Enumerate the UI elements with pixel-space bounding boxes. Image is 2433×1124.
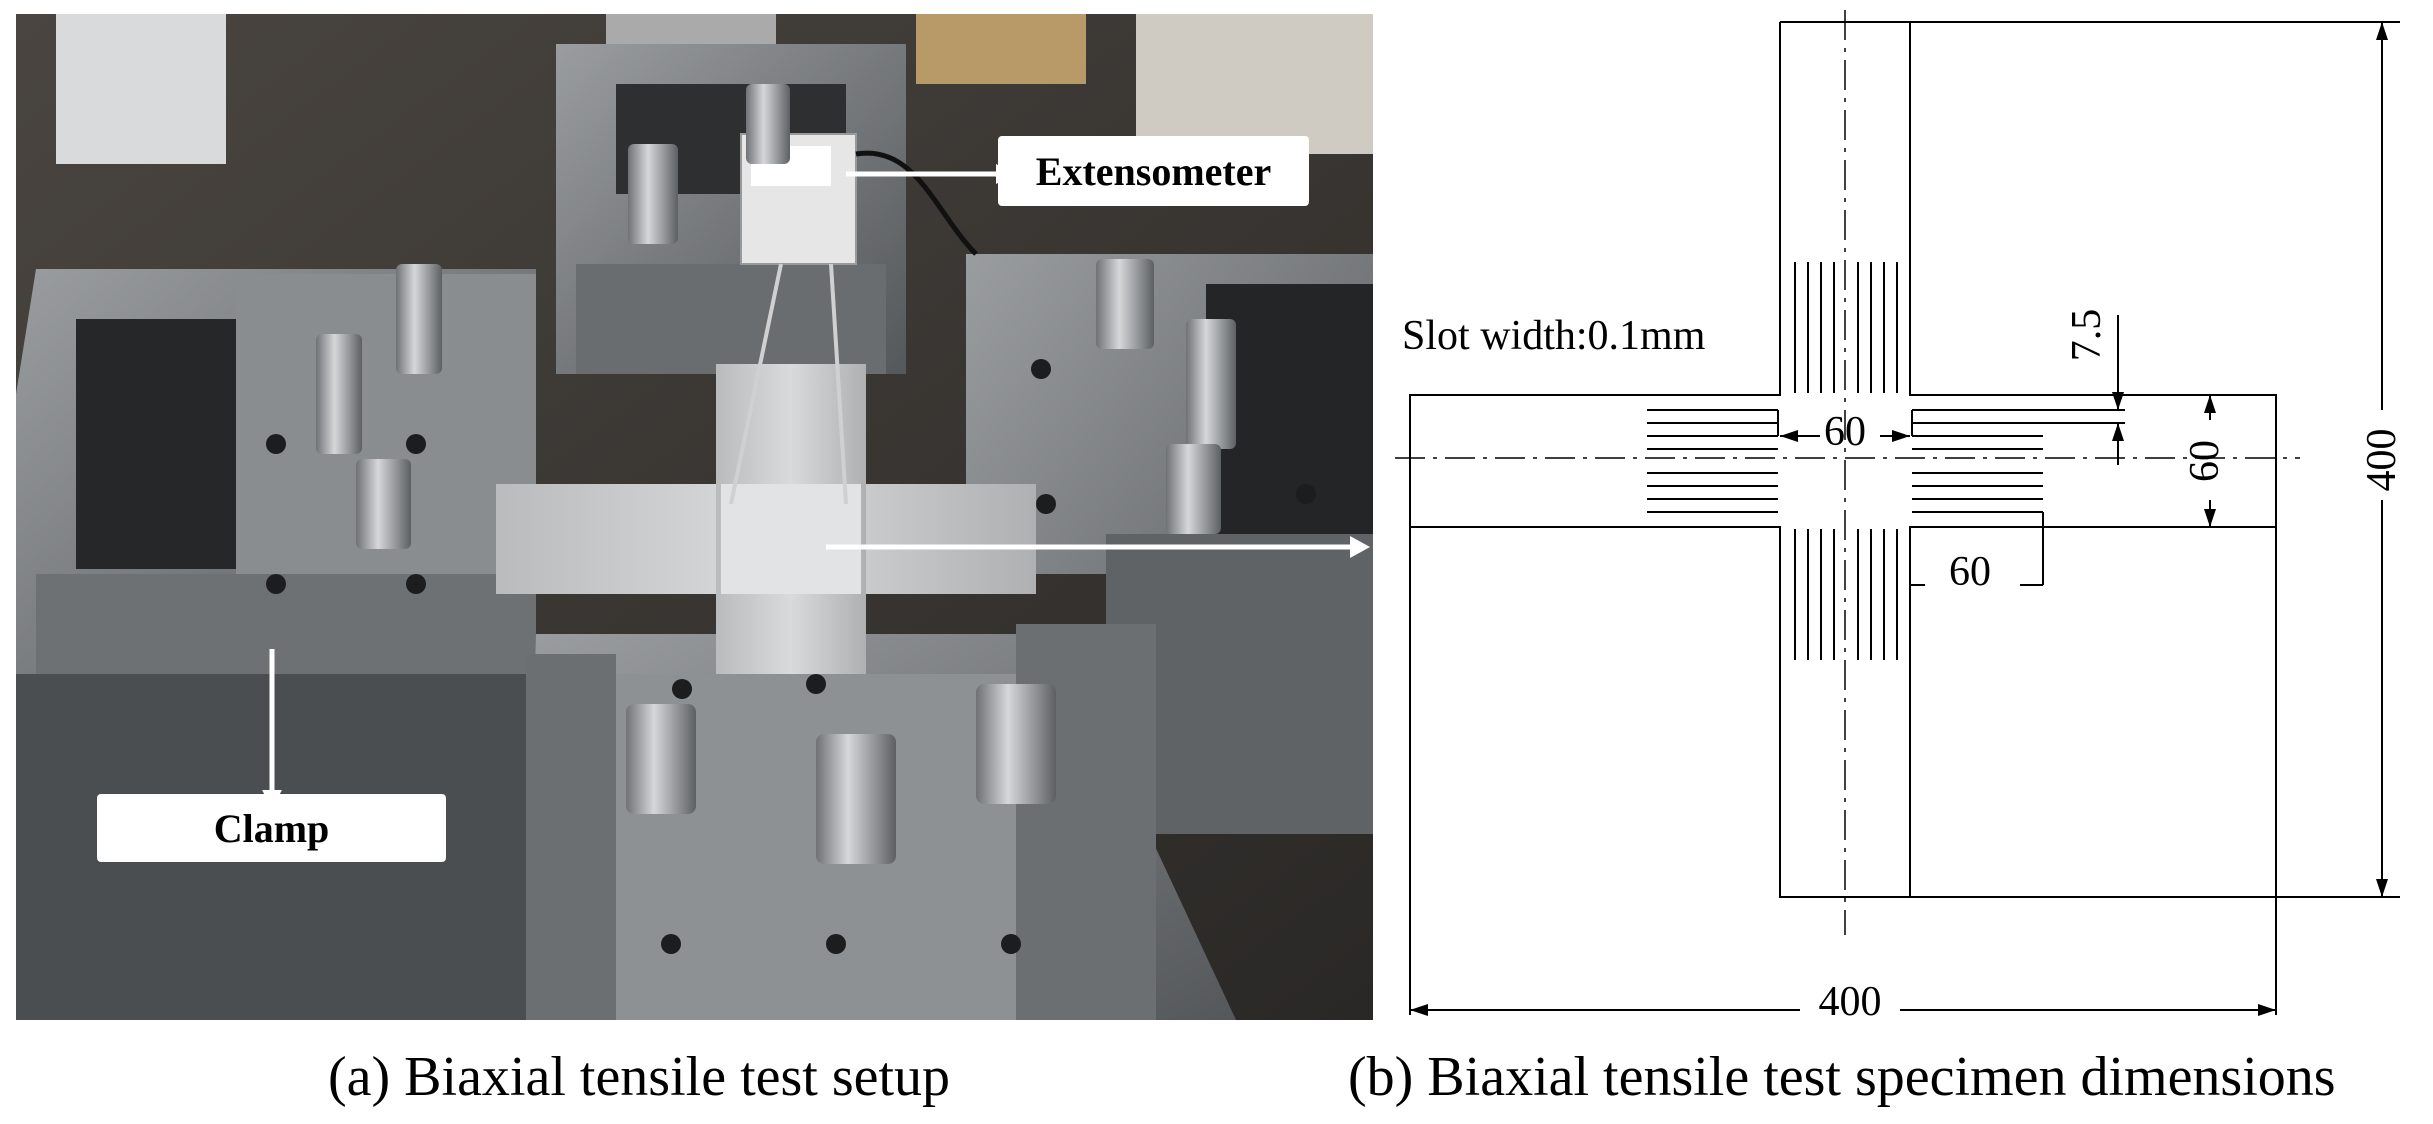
- slots-bottom: [1794, 529, 1898, 660]
- equipment-box: [56, 14, 226, 164]
- dim-arm-width: 60: [2182, 440, 2228, 482]
- dim-total-height: 400: [2359, 429, 2405, 492]
- left-clamp: [16, 269, 536, 1020]
- dim-total-width: 400: [1819, 979, 1882, 1025]
- wall-background: [1136, 14, 1373, 154]
- dim-slot-length-horizontal: 60: [1824, 409, 1866, 455]
- cruciform-specimen: [496, 364, 1036, 674]
- dim-slot-length-vertical: 60: [1949, 549, 1991, 595]
- clamp-label: Clamp: [97, 794, 446, 862]
- specimen-drawing: Slot width:0.1mm 7.5 60 60 60 400 400: [1395, 10, 2405, 1025]
- dimension-lines: [1409, 22, 2383, 1015]
- wooden-crate: [916, 14, 1086, 84]
- screw-heads: [266, 359, 1316, 954]
- caption-panel-b: (b) Biaxial tensile test specimen dimens…: [1348, 1046, 2336, 1108]
- specimen-outline: [1409, 21, 2400, 898]
- slots-right: [1911, 409, 2043, 513]
- dim-7-5: 7.5: [2064, 309, 2110, 362]
- slot-width-note: Slot width:0.1mm: [1402, 313, 1706, 359]
- bolts: [316, 84, 1236, 864]
- slots-left: [1647, 409, 1779, 513]
- center-lines: [1395, 10, 2300, 935]
- slots-top: [1794, 262, 1898, 393]
- extensometer-label: Extensometer: [998, 136, 1309, 206]
- caption-panel-a: (a) Biaxial tensile test setup: [328, 1046, 951, 1108]
- right-clamp: [966, 254, 1373, 834]
- dimension-arrows: [1410, 22, 2388, 1016]
